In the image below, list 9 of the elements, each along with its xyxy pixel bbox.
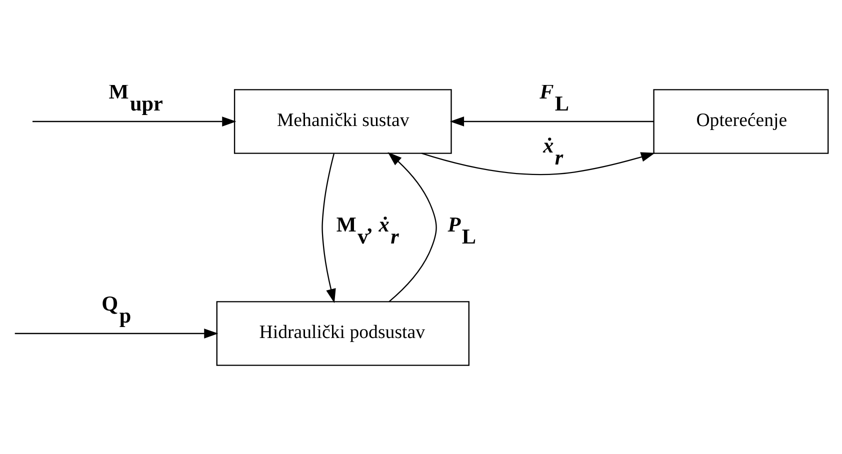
node-box: Opterećenje (653, 88, 829, 154)
arrow (388, 152, 437, 302)
arrow (421, 152, 656, 175)
node-box: Hidraulički podsustav (216, 300, 470, 366)
arrow (450, 116, 654, 126)
node-box: Mehanički sustav (234, 88, 452, 154)
arrow (32, 116, 236, 126)
arrow (14, 328, 218, 338)
arrow (322, 153, 336, 303)
